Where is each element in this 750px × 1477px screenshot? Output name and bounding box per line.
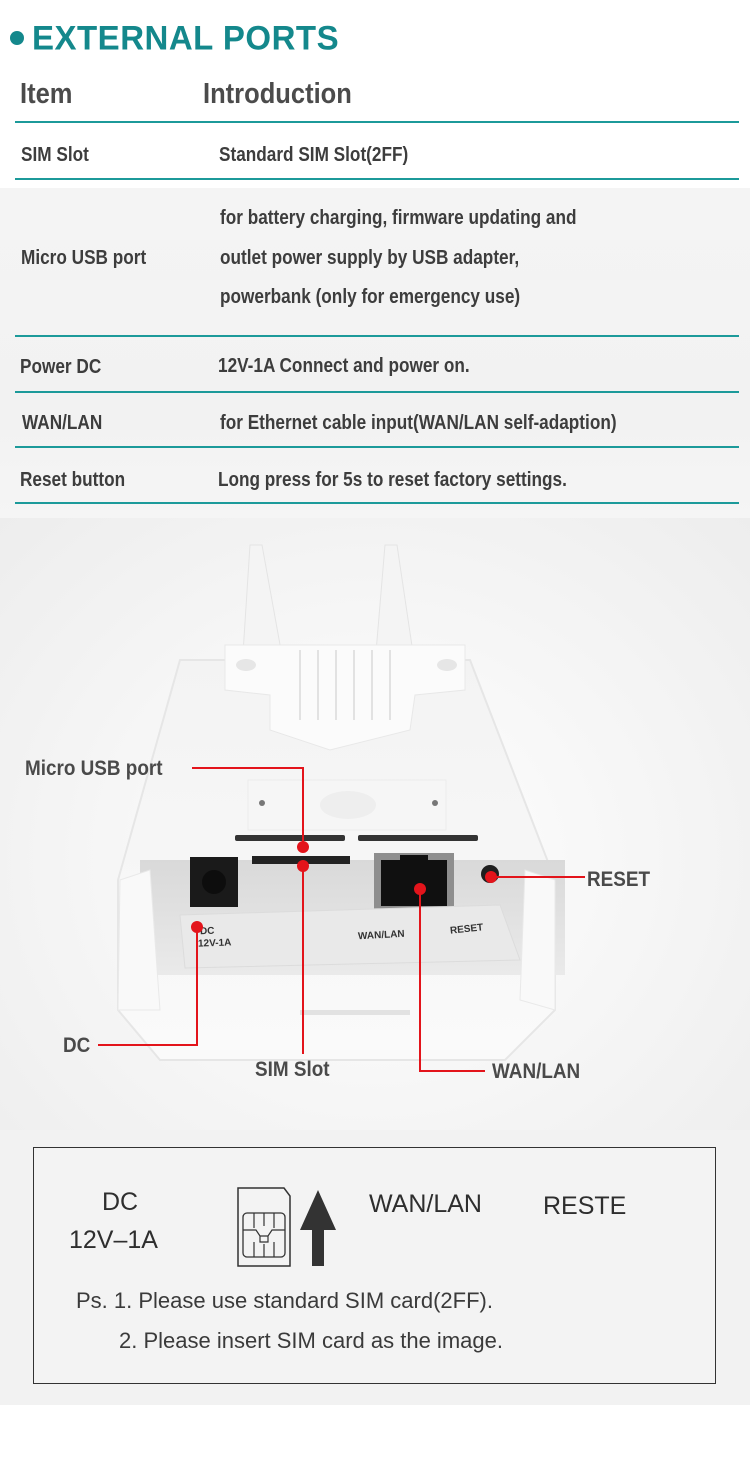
callout-micro-usb: Micro USB port	[25, 757, 163, 780]
section-title-text: EXTERNAL PORTS	[32, 18, 340, 57]
row-intro-line: for battery charging, firmware updating …	[220, 207, 577, 229]
divider	[15, 391, 739, 393]
label-note-1: Ps. 1. Please use standard SIM card(2FF)…	[76, 1288, 493, 1313]
sticker-voltage: 12V-1A	[197, 937, 232, 950]
router-illustration	[117, 544, 565, 1061]
header-item: Item	[20, 78, 73, 110]
callout-dot	[485, 871, 497, 883]
label-note-2: 2. Please insert SIM card as the image.	[119, 1328, 503, 1353]
port-label-panel: DC 12V–1A WAN/LAN RESTE Ps. 1. Please us…	[0, 1130, 750, 1405]
callout-sim-slot: SIM Slot	[255, 1058, 330, 1081]
leader-line	[302, 866, 304, 1054]
divider	[15, 178, 739, 180]
row-intro: for Ethernet cable input(WAN/LAN self-ad…	[220, 412, 617, 434]
leader-line	[98, 1044, 198, 1046]
leader-line	[196, 927, 198, 1046]
divider	[15, 446, 739, 448]
leader-line	[419, 889, 421, 1072]
label-reset: RESTE	[543, 1192, 627, 1220]
leader-line	[419, 1070, 485, 1072]
row-item: Micro USB port	[21, 247, 147, 269]
label-wan-lan: WAN/LAN	[369, 1190, 482, 1218]
callout-wan-lan: WAN/LAN	[492, 1060, 581, 1083]
label-dc: DC	[102, 1188, 139, 1216]
row-item: Power DC	[20, 356, 102, 378]
table-header: Item Introduction	[0, 72, 750, 122]
sim-card-insert-icon	[237, 1187, 336, 1267]
header-introduction: Introduction	[203, 78, 352, 110]
row-item: WAN/LAN	[22, 412, 103, 434]
row-item: SIM Slot	[21, 144, 89, 166]
row-item: Reset button	[20, 469, 126, 491]
bullet-icon	[10, 31, 24, 45]
device-photo: DC 12V-1A WAN/LAN RESET	[0, 518, 750, 1138]
leader-line	[302, 767, 304, 847]
divider	[15, 121, 739, 123]
row-intro-line: powerbank (only for emergency use)	[220, 286, 521, 308]
row-intro-line: outlet power supply by USB adapter,	[220, 247, 520, 269]
table-background	[0, 188, 750, 518]
section-title: EXTERNAL PORTS	[10, 18, 339, 58]
row-intro: Long press for 5s to reset factory setti…	[218, 469, 567, 491]
callout-dot	[297, 841, 309, 853]
divider	[15, 335, 739, 337]
divider	[15, 502, 739, 504]
callout-dc: DC	[63, 1034, 91, 1057]
callout-reset: RESET	[587, 868, 651, 891]
row-intro: Standard SIM Slot(2FF)	[219, 144, 409, 166]
leader-line	[192, 767, 304, 769]
label-voltage: 12V–1A	[69, 1226, 158, 1254]
leader-line	[492, 876, 585, 878]
port-label-box: DC 12V–1A WAN/LAN RESTE Ps. 1. Please us…	[33, 1147, 716, 1384]
row-intro: 12V-1A Connect and power on.	[218, 355, 470, 377]
